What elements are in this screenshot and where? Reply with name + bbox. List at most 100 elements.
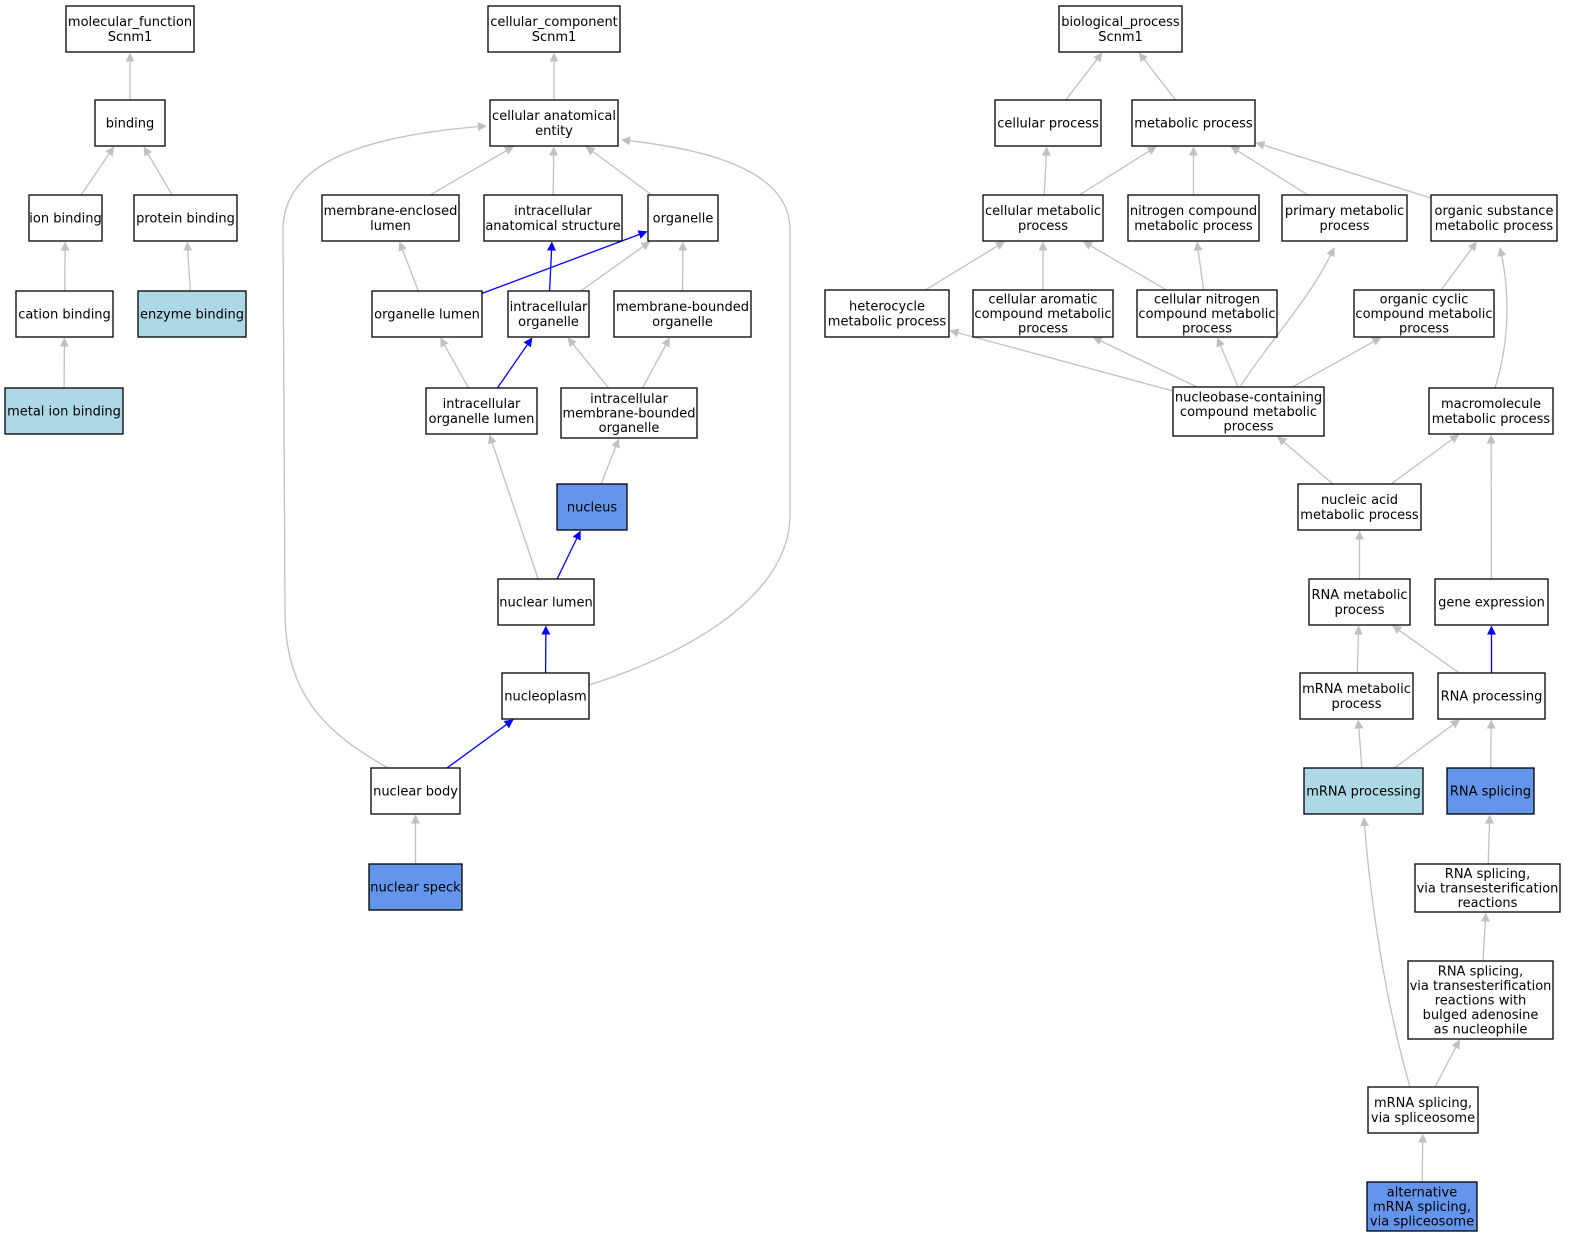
node-label: process (1224, 420, 1274, 435)
node-metal-ion-binding[interactable]: metal ion binding (4, 387, 124, 435)
node-box (321, 194, 460, 242)
node-nucleoplasm[interactable]: nucleoplasm (501, 672, 590, 720)
node-label: process (1018, 322, 1068, 337)
node-box (1136, 289, 1278, 338)
node-label: membrane-bounded (616, 300, 749, 315)
node-enzyme-binding[interactable]: enzyme binding (137, 290, 247, 338)
node-box (1434, 578, 1549, 626)
node-label: primary metabolic (1285, 204, 1404, 219)
node-label: process (1182, 322, 1232, 337)
node-rna-proc[interactable]: RNA processing (1437, 672, 1546, 720)
node-label: Scnm1 (1098, 30, 1143, 45)
node-ion-binding[interactable]: ion binding (28, 194, 103, 242)
node-gene-expr[interactable]: gene expression (1434, 578, 1549, 626)
node-org-lumen[interactable]: organelle lumen (371, 290, 483, 338)
edge-pmp-to-met-proc (1230, 146, 1309, 196)
node-label: reactions (1458, 896, 1518, 911)
node-protein-binding[interactable]: protein binding (133, 194, 238, 242)
node-rs-vtr-bulged[interactable]: RNA splicing,via transesterificationreac… (1407, 960, 1554, 1040)
node-box (94, 99, 166, 147)
node-box (489, 99, 619, 147)
node-label: cellular aromatic (988, 292, 1097, 307)
node-box (1127, 194, 1260, 242)
node-box (1281, 194, 1408, 242)
edge-occmp-to-osmp (1440, 241, 1477, 291)
node-nuclear-speck[interactable]: nuclear speck (368, 863, 463, 911)
edge-org-lumen-to-organelle (481, 230, 648, 295)
node-label: metabolic process (1435, 219, 1554, 234)
node-label: metabolic process (1134, 219, 1253, 234)
node-box (1430, 194, 1558, 242)
node-cell-proc[interactable]: cellular process (994, 99, 1102, 147)
node-label: lumen (370, 219, 411, 234)
node-box (982, 194, 1104, 242)
node-label: bulged adenosine (1423, 1008, 1539, 1023)
node-label: process (1018, 219, 1068, 234)
node-label: molecular_function (68, 15, 192, 30)
node-box (1308, 578, 1411, 626)
node-label: via spliceosome (1371, 1111, 1475, 1126)
node-label: compound metabolic (1138, 307, 1275, 322)
node-label: organic cyclic (1380, 292, 1469, 307)
node-label: cellular_component (490, 15, 618, 30)
node-box (1058, 5, 1183, 53)
node-nuclear-body[interactable]: nuclear body (370, 767, 461, 815)
node-label: via transesterification (1410, 979, 1552, 994)
edge-namp-to-mmp (1390, 434, 1460, 485)
edge-namp-to-nbccmp (1277, 436, 1334, 485)
node-met-proc[interactable]: metabolic process (1131, 99, 1256, 147)
node-box (1366, 1181, 1478, 1232)
node-box (65, 5, 195, 53)
node-rna-splicing[interactable]: RNA splicing (1446, 767, 1535, 815)
node-box (368, 863, 463, 911)
node-label: intracellular (514, 204, 592, 219)
node-cation-binding[interactable]: cation binding (15, 290, 114, 338)
node-rs-vtr[interactable]: RNA splicing,via transesterificationreac… (1414, 863, 1561, 913)
node-nucleus[interactable]: nucleus (556, 483, 628, 531)
edge-cell-proc-to-bp (1065, 52, 1103, 101)
node-label: compound metabolic (1355, 307, 1492, 322)
node-label: entity (535, 124, 573, 139)
node-box (425, 387, 538, 435)
node-label: as nucleophile (1434, 1023, 1528, 1038)
edge-ion-binding-to-binding (80, 146, 115, 196)
node-mrna-splicing[interactable]: mRNA splicing,via spliceosome (1367, 1086, 1479, 1134)
node-label: RNA metabolic (1311, 588, 1407, 603)
node-label: nuclear lumen (499, 596, 592, 611)
node-label: RNA splicing (1450, 785, 1531, 800)
node-label: RNA splicing, (1445, 867, 1530, 882)
node-box (28, 194, 103, 242)
node-nuclear-lumen[interactable]: nuclear lumen (497, 578, 595, 626)
node-binding[interactable]: binding (94, 99, 166, 147)
edge-intra-org-to-ias (547, 241, 557, 292)
node-box (1303, 767, 1424, 815)
node-label: organelle (653, 212, 714, 227)
node-mrna-proc[interactable]: mRNA processing (1303, 767, 1424, 815)
node-label: process (1332, 697, 1382, 712)
node-organelle[interactable]: organelle (647, 194, 719, 242)
